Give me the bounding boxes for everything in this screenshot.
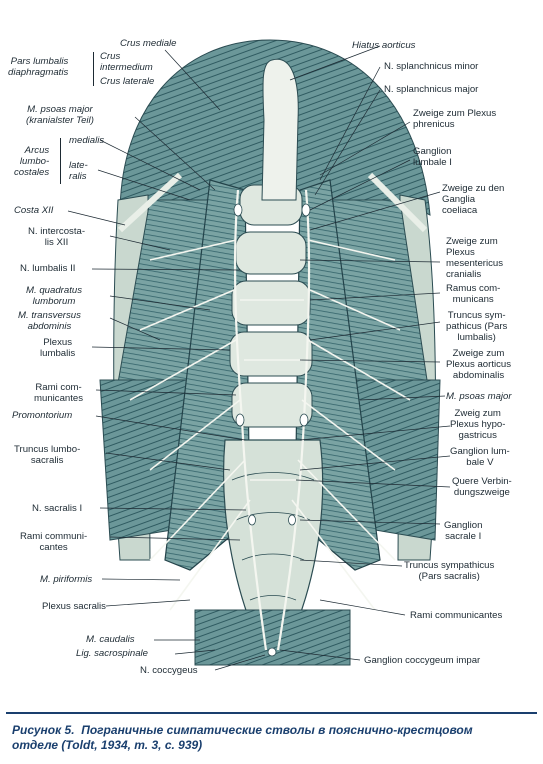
label-m-quadratus-lumborum: M. quadratus lumborum (26, 285, 82, 307)
aorta (261, 58, 299, 201)
label-truncus-sympathicus-lumbalis: Truncus sym- pathicus (Pars lumbalis) (446, 310, 508, 343)
label-pars-lumbalis: Pars lumbalis diaphragmatis (8, 56, 69, 78)
label-m-caudalis: M. caudalis (86, 634, 135, 645)
label-n-splanchnicus-major: N. splanchnicus major (384, 84, 479, 95)
label-n-sacralis-i: N. sacralis I (32, 503, 83, 514)
nerve-branches (129, 239, 411, 611)
label-quere-verbindungszweige: Quere Verbin- dungszweige (452, 476, 512, 498)
label-m-psoas-major: M. psoas major (446, 391, 512, 402)
label-n-lumbalis-ii: N. lumbalis II (20, 263, 76, 274)
label-m-psoas-major-kran: M. psoas major (kranialster Teil) (26, 104, 94, 126)
label-lateralis: late- ralis (69, 160, 88, 182)
label-ganglion-lumbale-i: Ganglion lumbale I (413, 146, 452, 168)
label-medialis: medialis (69, 135, 105, 146)
label-truncus-lumbosacralis: Truncus lumbo- sacralis (14, 444, 81, 466)
pelvic-floor (194, 609, 351, 666)
label-zweige-plexus-phrenicus: Zweige zum Plexus phrenicus (413, 108, 497, 130)
label-rami-communicantes-3: Rami communicantes (410, 610, 503, 621)
label-ganglion-coccygeum-impar: Ganglion coccygeum impar (364, 655, 481, 666)
costa-xii (117, 172, 183, 233)
costa-xii-right (367, 172, 428, 233)
ganglia (233, 203, 311, 657)
label-plexus-lumbalis: Plexus lumbalis (40, 337, 76, 359)
label-ganglion-lumbale-v: Ganglion lum- bale V (450, 446, 510, 468)
leader-lines (67, 45, 451, 671)
label-hiatus-aorticus: Hiatus aorticus (352, 40, 416, 51)
label-rami-communicantes-2: Rami communi- cantes (20, 531, 88, 553)
label-plexus-sacralis: Plexus sacralis (42, 601, 106, 612)
label-crus-laterale: Crus laterale (100, 76, 155, 87)
label-n-intercostalis-xii: N. intercosta- lis XII (28, 226, 86, 248)
label-ramus-communicans: Ramus com- municans (446, 283, 501, 305)
figure-caption: Рисунок 5. Пограничные симпатические ств… (12, 723, 473, 752)
caption-rule (6, 712, 537, 714)
label-zweige-plexus-mesentericus: Zweige zum Plexus mesentericus cranialis (446, 236, 504, 280)
brace-pars-lumbalis (93, 52, 97, 86)
label-arcus-lumbocostales: Arcus lumbo- costales (14, 145, 50, 178)
label-crus-mediale: Crus mediale (120, 38, 177, 49)
label-ganglion-sacrale-i: Ganglion sacrale I (444, 520, 483, 542)
label-rami-communicantes-1: Rami com- municantes (34, 382, 84, 404)
label-zweige-plexus-aorticus: Zweige zum Plexus aorticus abdominalis (446, 348, 512, 381)
label-m-transversus-abdominis: M. transversus abdominis (18, 310, 81, 332)
label-promontorium: Promontorium (12, 410, 73, 421)
label-zweige-ganglia-coeliaca: Zweige zu den Ganglia coeliaca (442, 183, 505, 216)
label-m-piriformis: M. piriformis (40, 574, 93, 585)
label-truncus-sympathicus-sacralis: Truncus sympathicus (Pars sacralis) (404, 560, 495, 582)
brace-arcus (60, 138, 64, 184)
label-n-coccygeus: N. coccygeus (140, 665, 198, 676)
label-crus-intermedium: Crus intermedium (100, 51, 153, 73)
label-n-splanchnicus-minor: N. splanchnicus minor (384, 61, 479, 72)
label-zweig-plexus-hypogastricus: Zweig zum Plexus hypo- gastricus (450, 408, 506, 441)
label-costa-xii: Costa XII (14, 205, 54, 216)
vertebral-column (229, 184, 313, 428)
label-lig-sacrospinale: Lig. sacrospinale (76, 648, 148, 659)
anatomical-illustration (67, 39, 451, 671)
